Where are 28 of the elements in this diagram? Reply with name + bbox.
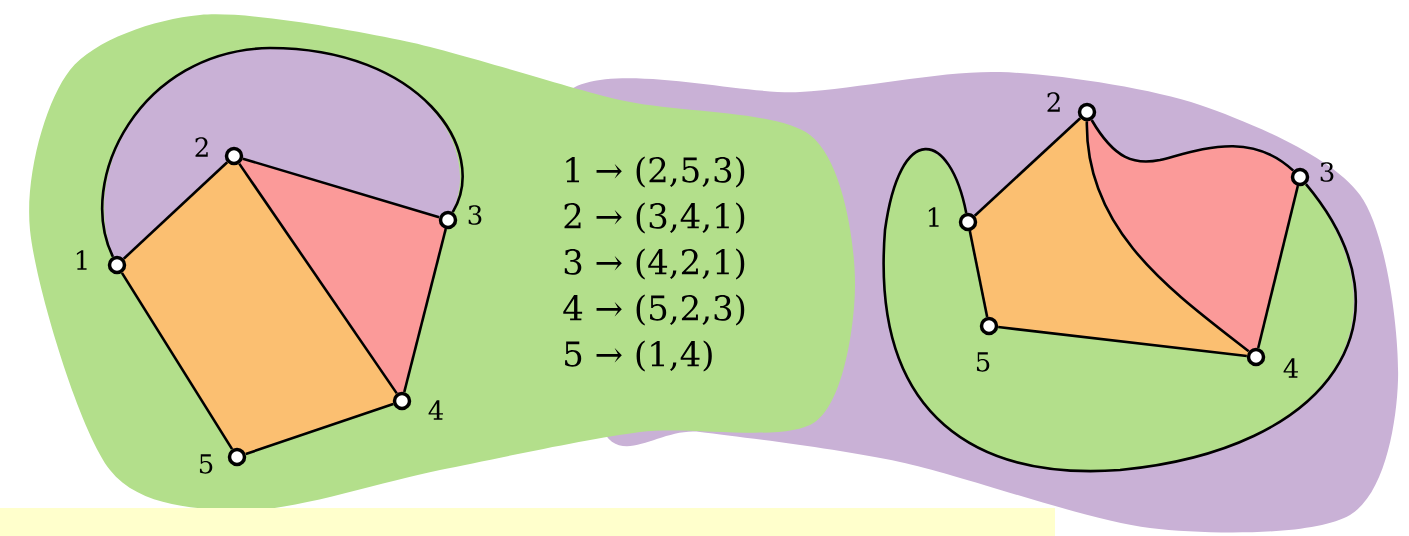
vertex-label: 5 bbox=[976, 352, 990, 372]
graph-edge bbox=[968, 230, 989, 318]
rotation-text: 2 → (3,4,1) bbox=[564, 202, 745, 234]
graph-edge bbox=[101, 46, 464, 258]
graph-edge bbox=[122, 161, 229, 260]
vertex-label: 5 bbox=[199, 454, 213, 474]
vertex-label: 2 bbox=[195, 137, 208, 157]
rotation-text: 3 → (4,2,1) bbox=[564, 248, 745, 280]
graph-edge bbox=[238, 162, 398, 395]
graph-edge bbox=[973, 117, 1082, 217]
graph-edge bbox=[1256, 185, 1300, 349]
graph-edge bbox=[245, 402, 394, 456]
graph-edge bbox=[120, 272, 234, 450]
vertex-label: 1 bbox=[928, 207, 939, 227]
graph-edge bbox=[998, 325, 1247, 358]
vertex-label: 4 bbox=[1283, 358, 1298, 378]
vertex-label: 2 bbox=[1047, 92, 1060, 112]
rotation-text: 1 → (2,5,3) bbox=[566, 156, 745, 188]
vertex-label: 3 bbox=[1320, 162, 1334, 182]
vertex-label: 1 bbox=[76, 250, 87, 270]
rotation-text: 5 → (1,4) bbox=[565, 340, 712, 372]
graph-edge bbox=[1085, 121, 1250, 353]
vertex-label: 3 bbox=[468, 205, 482, 225]
vertex-label: 4 bbox=[428, 400, 443, 420]
graph-edge bbox=[1090, 119, 1295, 172]
graph-edge bbox=[403, 228, 447, 393]
rotation-text: 4 → (5,2,3) bbox=[563, 294, 745, 326]
graph-edge bbox=[242, 157, 440, 219]
